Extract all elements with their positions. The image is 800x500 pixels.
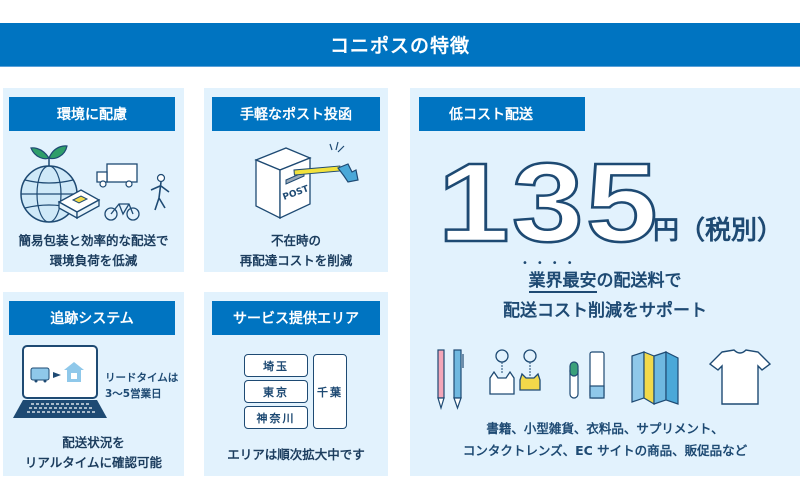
supported-items-line2: コンタクトレンズ、EC サイトの商品、販促品など bbox=[462, 443, 748, 458]
area-kanagawa: 神奈川 bbox=[244, 406, 308, 429]
laptop-tracking-icon bbox=[13, 345, 107, 418]
card-cost bbox=[410, 88, 800, 476]
area-chiba: 千葉 bbox=[313, 354, 347, 429]
lead-time-line2: 3〜5営業日 bbox=[105, 388, 162, 400]
eco-illustration-icon bbox=[20, 145, 170, 223]
section-title: コニポスの特徴 bbox=[329, 35, 470, 57]
cost-subtitle-line2: 配送コスト削減をサポート bbox=[503, 301, 707, 321]
card-eco-caption-line1: 簡易包装と効率的な配送で bbox=[18, 233, 169, 248]
card-tracking-caption-line1: 配送状況を bbox=[62, 435, 125, 450]
card-area: サービス提供エリア 埼玉 東京 神奈川 千葉 エリアは順次拡大中です bbox=[204, 292, 388, 476]
card-area-caption: エリアは順次拡大中です bbox=[227, 447, 365, 462]
emphasis-dots: •••• bbox=[522, 258, 582, 269]
price-value: 135 bbox=[437, 140, 660, 265]
card-eco-label: 環境に配慮 bbox=[9, 97, 175, 131]
supported-items: 書籍、小型雑貨、衣料品、サプリメント、 コンタクトレンズ、EC サイトの商品、販… bbox=[410, 418, 800, 462]
card-cost-label: 低コスト配送 bbox=[419, 97, 585, 131]
cost-subtitle-emphasis: 業界最安 bbox=[528, 271, 597, 293]
card-area-label: サービス提供エリア bbox=[212, 301, 380, 335]
card-post-caption-line1: 不在時の bbox=[270, 233, 321, 248]
supported-items-line1: 書籍、小型雑貨、衣料品、サプリメント、 bbox=[486, 421, 724, 436]
cost-subtitle-rest: の配送料で bbox=[596, 271, 682, 291]
card-post-caption-line2: 再配達コストを削減 bbox=[239, 253, 353, 268]
card-eco-caption-line2: 環境負荷を低減 bbox=[49, 253, 138, 268]
card-eco: 環境に配慮 簡易包装と効率的な配送で 環境負荷を低減 bbox=[3, 88, 184, 272]
card-tracking-label: 追跡システム bbox=[9, 301, 175, 335]
postbox-icon: POST bbox=[254, 141, 359, 220]
card-post: 手軽なポスト投函 POST 不在時の 再配達コストを削減 bbox=[204, 88, 388, 272]
cost-subtitle-line1: 業界最安の配送料で bbox=[410, 266, 800, 293]
card-tracking-caption-line2: リアルタイムに確認可能 bbox=[24, 455, 163, 470]
area-tokyo: 東京 bbox=[244, 380, 308, 403]
card-tracking: 追跡システム リードタイムは 3〜5営業日 配送状況を リアルタイムに確認可能 bbox=[3, 292, 184, 476]
lead-time-note: リードタイムは 3〜5営業日 bbox=[105, 370, 178, 402]
section-header: コニポスの特徴 bbox=[0, 23, 800, 67]
price-unit: 円（税別） bbox=[653, 216, 784, 246]
lead-time-line1: リードタイムは bbox=[105, 372, 179, 384]
card-tracking-caption: 配送状況を リアルタイムに確認可能 bbox=[3, 433, 184, 473]
card-eco-caption: 簡易包装と効率的な配送で 環境負荷を低減 bbox=[3, 231, 184, 271]
card-post-caption: 不在時の 再配達コストを削減 bbox=[204, 231, 388, 271]
area-saitama: 埼玉 bbox=[244, 354, 308, 377]
card-post-label: 手軽なポスト投函 bbox=[212, 97, 380, 131]
product-items-icon bbox=[437, 349, 772, 410]
